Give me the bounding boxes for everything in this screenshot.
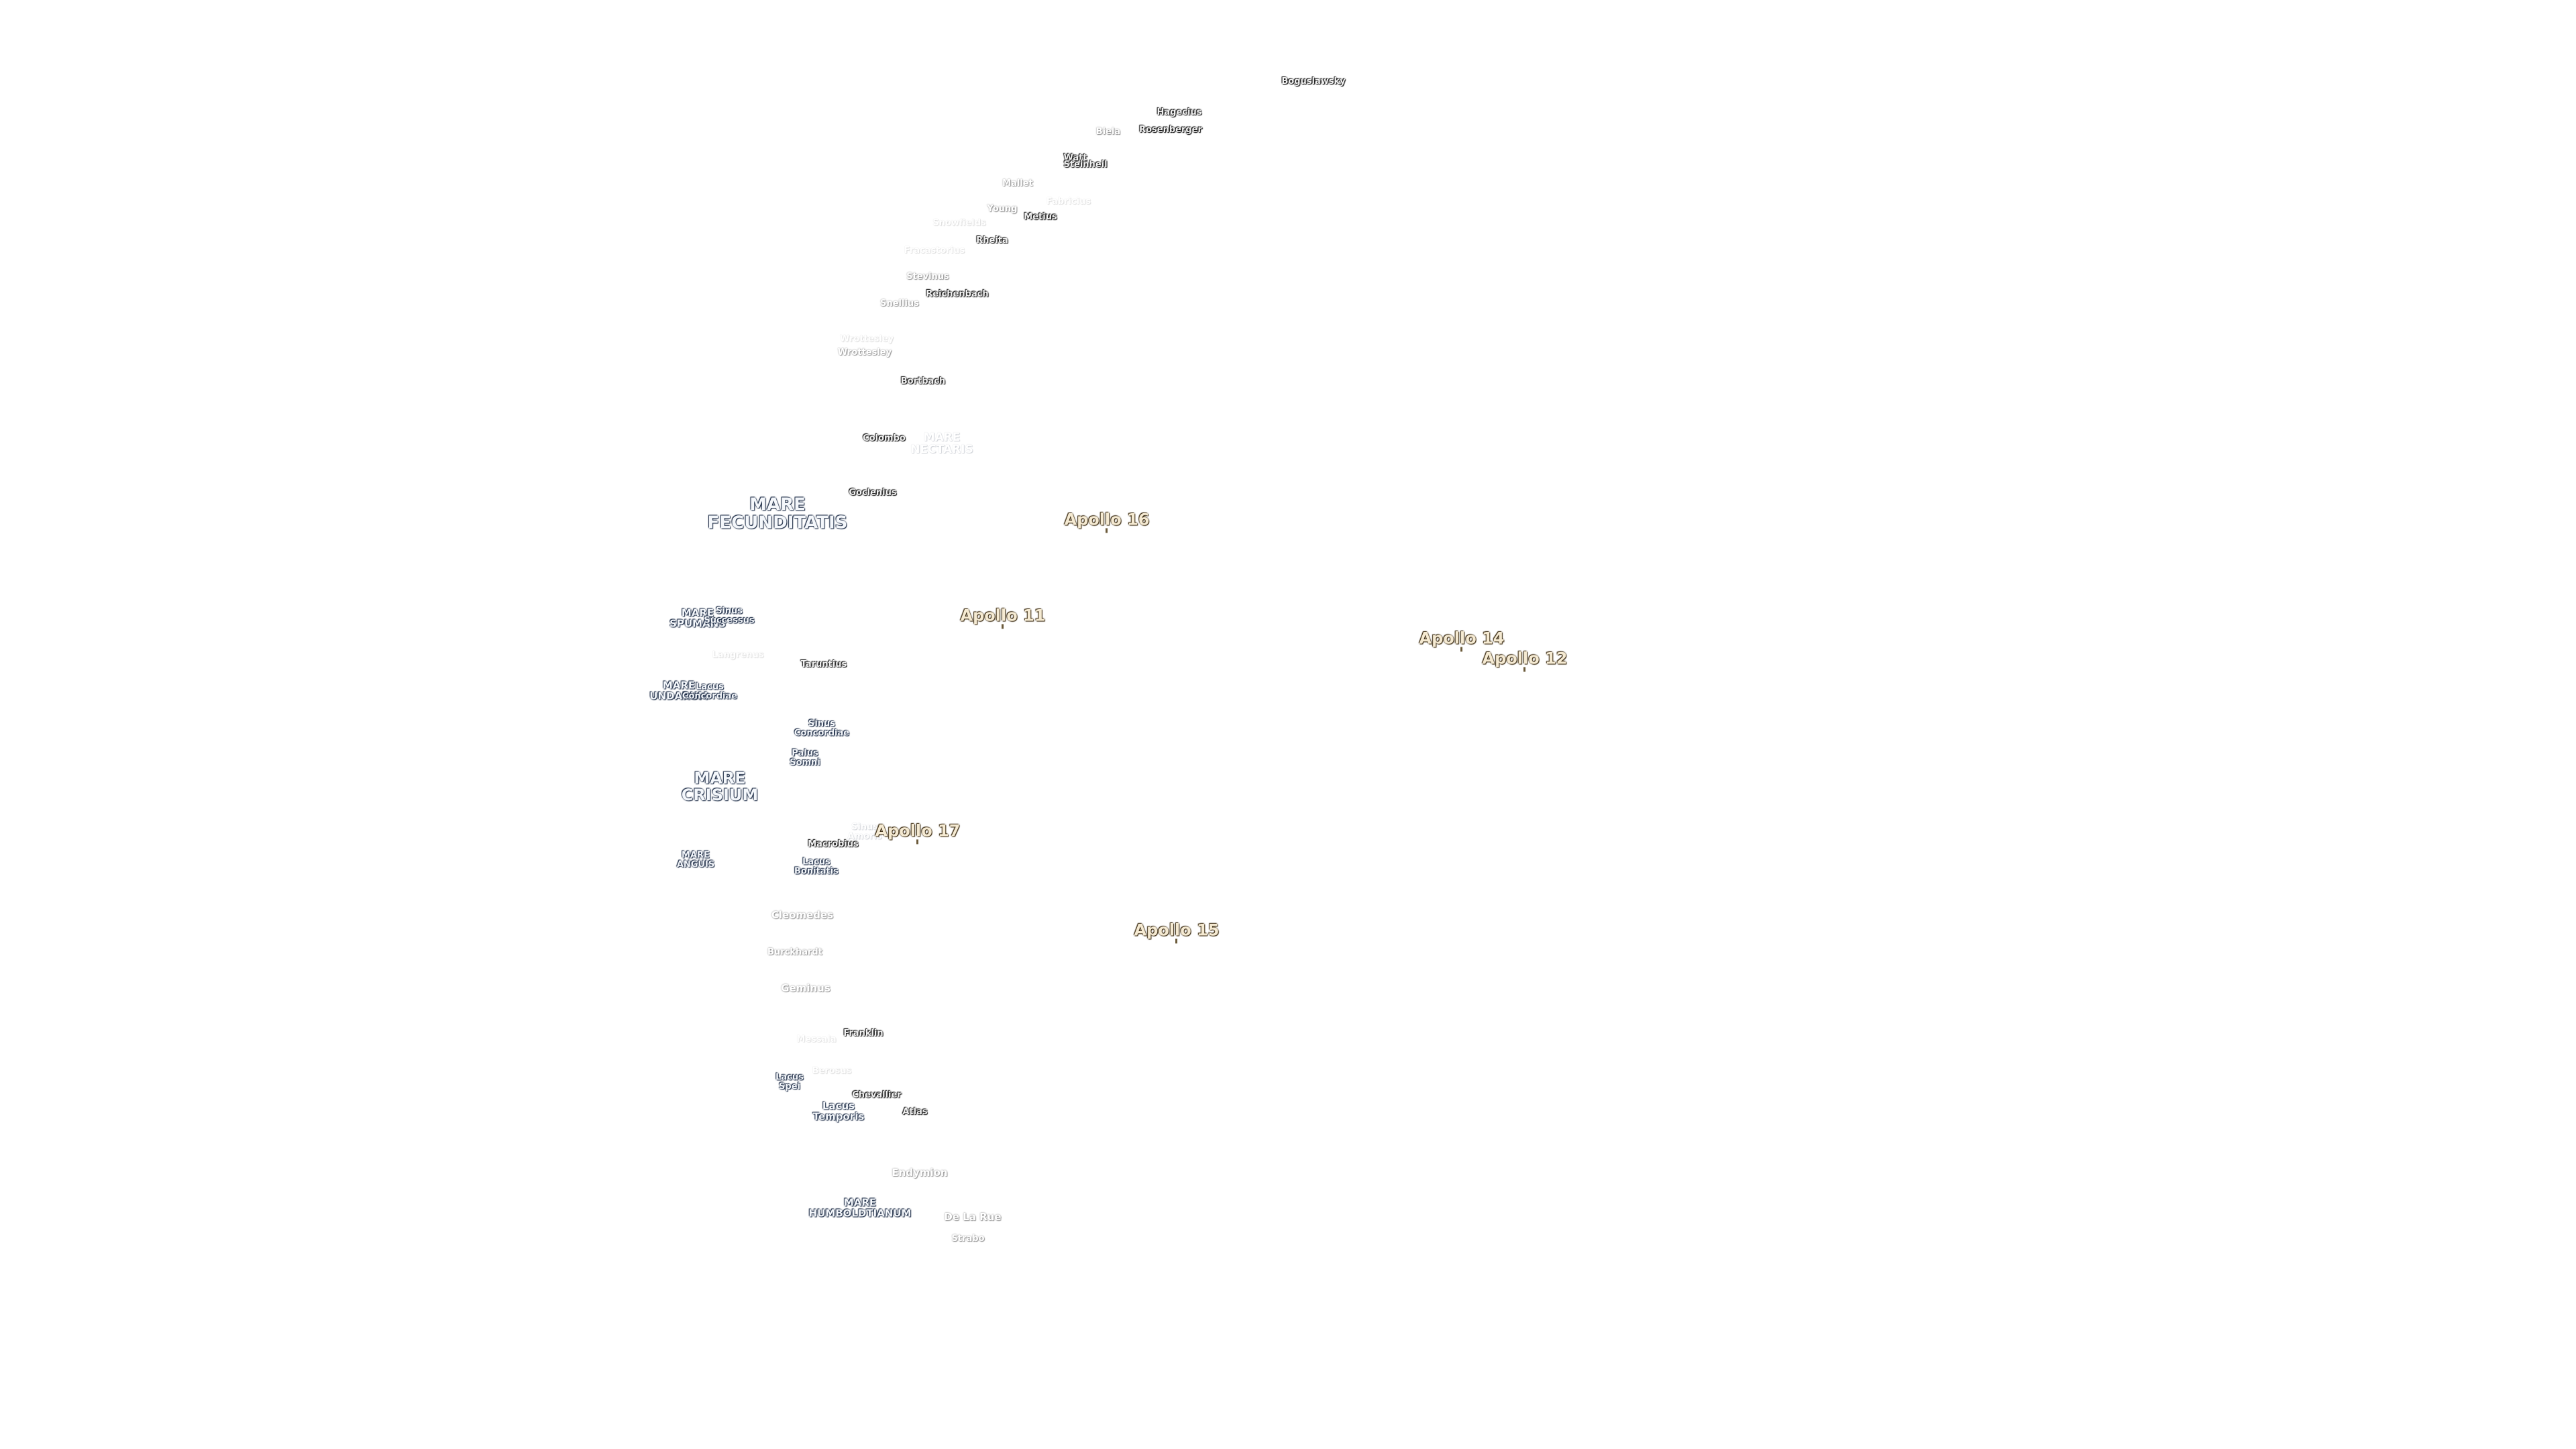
label-taruntius: Taruntius xyxy=(800,659,847,670)
label-steinheil: Steinheil xyxy=(1063,160,1108,170)
label-atlas: Atlas xyxy=(902,1107,928,1118)
landing-site-marker xyxy=(916,839,919,845)
label-snellius: Snellius xyxy=(880,299,919,309)
label-colombo: Colombo xyxy=(863,433,906,444)
label-boguslawsky: Boguslawsky xyxy=(1281,76,1346,87)
label-watt: Watt xyxy=(1063,153,1087,164)
label-sinus-successus: Sinus Successus xyxy=(704,606,755,625)
label-goclenius: Goclenius xyxy=(849,488,897,498)
label-faint-crater-a: Snowfields xyxy=(932,218,986,229)
label-macrobius: Macrobius xyxy=(808,839,859,850)
label-reichenbach: Reichenbach xyxy=(926,289,989,300)
label-mallet: Mallet xyxy=(1002,178,1033,189)
label-de-la-rue: De La Rue xyxy=(944,1211,1002,1224)
label-faint-crater-b: Fracastorius xyxy=(904,246,965,256)
label-geminus: Geminus xyxy=(781,982,830,995)
label-biela: Biela xyxy=(1095,127,1121,138)
label-young: Young xyxy=(987,204,1018,215)
label-apollo-11: Apollo 11 xyxy=(961,607,1045,629)
label-franklin: Franklin xyxy=(843,1028,883,1039)
label-mare-fecunditatis: MARE FECUNDITATIS xyxy=(707,494,848,533)
label-apollo-17: Apollo 17 xyxy=(875,822,960,845)
landing-site-marker xyxy=(1002,624,1004,629)
label-cleomedes: Cleomedes xyxy=(771,909,834,922)
label-burckhardt: Burckhardt xyxy=(767,947,822,958)
label-lacus-concordiae: Lacus Concordiae xyxy=(682,682,738,701)
label-apollo-15: Apollo 15 xyxy=(1134,922,1219,944)
label-lacus-bonitatis: Lacus Bonitatis xyxy=(794,857,839,876)
label-fabricius: Fabricius xyxy=(1046,197,1091,207)
label-mare-spumans: MARE SPUMANS xyxy=(669,606,726,629)
label-sinus-amoris: Sinus Amoris xyxy=(847,822,882,841)
label-mare-crisium: MARE CRISIUM xyxy=(681,768,759,804)
label-rheita: Rheita xyxy=(976,235,1008,246)
landing-site-marker xyxy=(1106,528,1108,533)
label-sinus-concordiae: Sinus Concordiae xyxy=(794,718,850,738)
label-palus-somni: Palus Somni xyxy=(790,748,820,767)
label-mare-undarum: MARE UNDARUM xyxy=(649,679,708,702)
landing-site-marker xyxy=(1523,667,1526,672)
label-apollo-12: Apollo 12 xyxy=(1483,650,1567,672)
label-mare-nectaris: MARE NECTARIS xyxy=(910,431,973,456)
landing-site-marker xyxy=(1460,647,1463,652)
label-hagecius: Hagecius xyxy=(1157,107,1202,118)
label-lacus-spei: Lacus Spei xyxy=(775,1072,804,1091)
label-faint-crater-f: Berosus xyxy=(812,1066,852,1077)
label-rosenberger: Rosenberger xyxy=(1139,125,1202,136)
label-chevallier: Chevallier xyxy=(852,1090,902,1101)
label-endymion: Endymion xyxy=(892,1167,948,1179)
label-faint-crater-e: Messala xyxy=(796,1034,837,1045)
label-metius: Metius xyxy=(1024,212,1057,223)
label-lacus-temporis: Lacus Temporis xyxy=(812,1099,865,1122)
landing-site-marker xyxy=(1175,938,1178,944)
label-apollo-16: Apollo 16 xyxy=(1065,511,1149,533)
label-wrottesley: Wrottesley xyxy=(837,347,892,358)
label-mare-anguis: MARE ANGUIS xyxy=(676,850,715,869)
label-faint-crater-c: Wrottesley xyxy=(839,334,894,345)
label-faint-crater-d: Langrenus xyxy=(712,650,764,661)
label-strabo: Strabo xyxy=(951,1234,985,1244)
label-borda: Bortbach xyxy=(900,376,946,387)
label-mare-humboldtianum: MARE HUMBOLDTIANUM xyxy=(808,1196,912,1219)
label-apollo-14: Apollo 14 xyxy=(1419,630,1504,652)
label-stevinus: Stevinus xyxy=(906,272,949,282)
